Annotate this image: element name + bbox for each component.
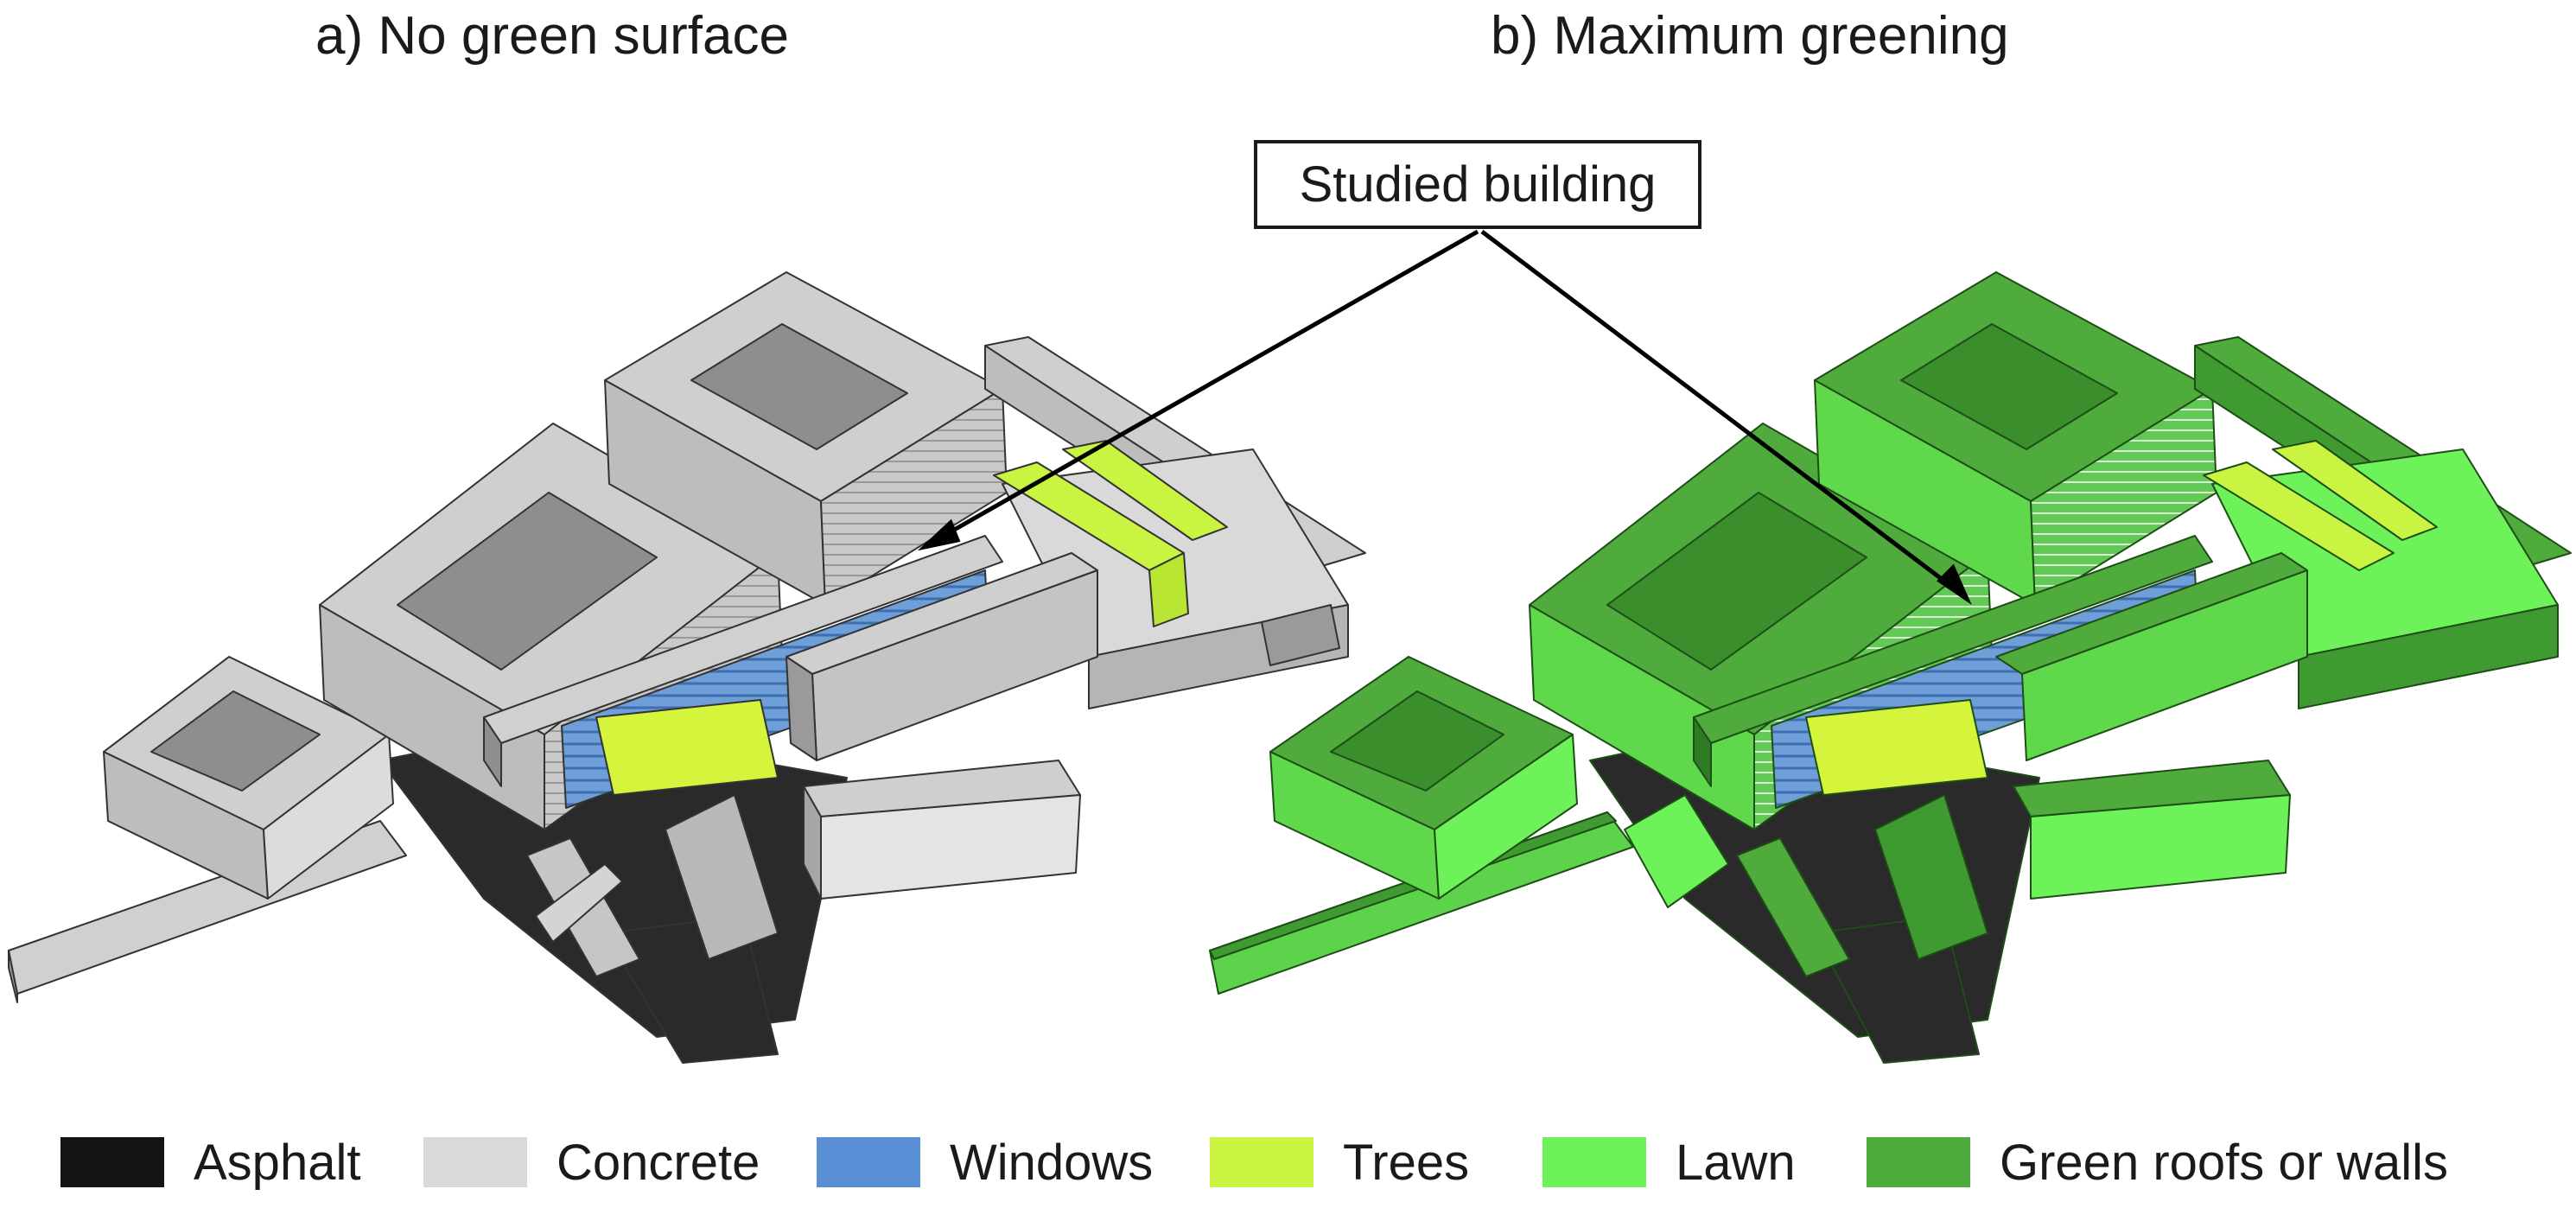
green-wall xyxy=(1736,837,1850,977)
green-wall xyxy=(2021,569,2308,761)
legend-label: Lawn xyxy=(1676,1134,1796,1191)
green-wall xyxy=(1874,794,1988,960)
tree-crown xyxy=(2272,440,2438,541)
tree-crown xyxy=(1062,440,1228,541)
callout-arrows xyxy=(917,229,1972,605)
legend-item-asphalt: Asphalt xyxy=(60,1123,360,1201)
concrete-wall xyxy=(8,950,18,1003)
courtyard xyxy=(150,690,321,792)
legend-item-lawn: Lawn xyxy=(1542,1123,1796,1201)
legend-label: Asphalt xyxy=(194,1134,361,1191)
legend-label: Concrete xyxy=(557,1134,760,1191)
studied-building-facade xyxy=(483,716,502,787)
lawn-courtyard xyxy=(1330,690,1504,792)
legend-swatch-asphalt xyxy=(60,1137,164,1187)
green-wall xyxy=(2030,794,2291,900)
panel-b-model xyxy=(1209,271,2572,1064)
concrete-wall xyxy=(803,785,822,900)
legend-label: Trees xyxy=(1343,1134,1470,1191)
studied-building-facade xyxy=(1693,716,1712,787)
arrow-to-panel-a xyxy=(930,229,1479,545)
panel-b-title: b) Maximum greening xyxy=(1491,6,2009,66)
panel-a-model xyxy=(8,271,1366,1064)
scene-illustration xyxy=(8,229,2572,1064)
panel-a-title: a) No green surface xyxy=(315,6,789,66)
courtyard xyxy=(397,492,658,671)
legend-swatch-green-roofs xyxy=(1867,1137,1970,1187)
green-wall xyxy=(2298,604,2559,709)
legend-label: Green roofs or walls xyxy=(2000,1134,2448,1191)
concrete-wall xyxy=(263,734,394,900)
legend-swatch-lawn xyxy=(1542,1137,1646,1187)
courtyard xyxy=(690,323,908,450)
tree-crown xyxy=(2203,461,2395,571)
legend: Asphalt Concrete Windows Trees Lawn Gree… xyxy=(0,1123,2576,1201)
legend-swatch-trees xyxy=(1210,1137,1313,1187)
legend-swatch-concrete xyxy=(423,1137,527,1187)
legend-label: Windows xyxy=(950,1134,1154,1191)
arrowhead-b xyxy=(1937,563,1972,605)
studied-building-callout: Studied building xyxy=(1254,140,1701,229)
concrete-wall xyxy=(1261,604,1340,666)
concrete-wall xyxy=(786,656,817,761)
legend-item-trees: Trees xyxy=(1210,1123,1469,1201)
legend-item-green-roofs: Green roofs or walls xyxy=(1867,1123,2448,1201)
lawn-ground xyxy=(1624,794,1729,908)
legend-swatch-windows xyxy=(817,1137,920,1187)
green-wall xyxy=(1434,734,1578,900)
arrowhead-a xyxy=(917,518,961,551)
concrete-wall xyxy=(665,794,779,960)
legend-item-windows: Windows xyxy=(817,1123,1153,1201)
legend-item-concrete: Concrete xyxy=(423,1123,760,1201)
arrow-to-panel-b xyxy=(1480,230,1962,595)
lawn-courtyard xyxy=(1606,492,1867,671)
concrete-wall xyxy=(535,863,623,943)
tree-crown xyxy=(1148,552,1189,627)
tree-crown xyxy=(595,699,779,796)
tree-crown xyxy=(1805,699,1988,796)
lawn-courtyard xyxy=(1900,323,2118,450)
